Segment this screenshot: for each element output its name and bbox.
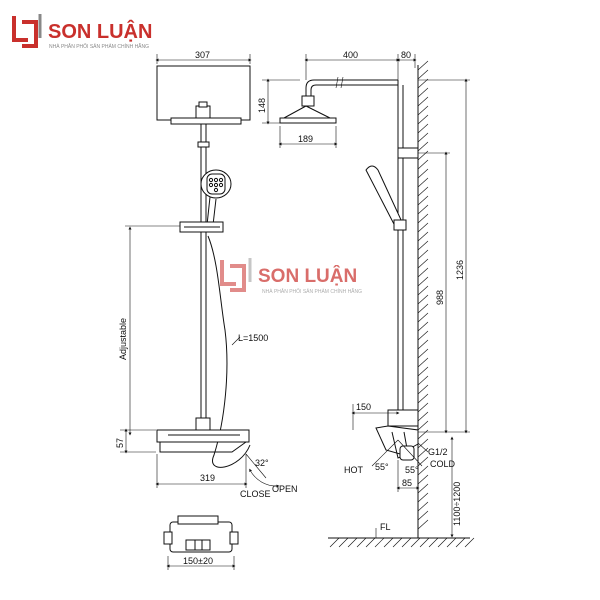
- watermark-logo: [220, 258, 252, 292]
- close-label: CLOSE: [240, 489, 271, 499]
- hose-length-label: L=1500: [238, 333, 268, 343]
- side-view: 400 80 148 189: [257, 50, 475, 548]
- thread-label: G1/2: [428, 447, 448, 457]
- dim-head-height: 148: [257, 98, 267, 113]
- hot-label: HOT: [344, 465, 364, 475]
- dim-total-height: 1236: [455, 260, 465, 280]
- brand-tagline: NHÀ PHÂN PHỐI SẢN PHẨM CHÍNH HÃNG: [49, 43, 149, 50]
- front-view: 307 L=1500: [115, 50, 298, 499]
- side-mixer: [375, 409, 419, 461]
- dim-base-width: 319: [200, 473, 215, 483]
- dim-spacing: 150±20: [183, 556, 213, 566]
- dim-install-height: 1100÷1200: [452, 482, 462, 526]
- front-shower-head: [170, 117, 242, 125]
- side-hand-shower: [365, 165, 407, 231]
- dim-base-height: 57: [115, 438, 125, 448]
- watermark-name: SON LUẬN: [258, 265, 357, 287]
- angle-right-label: 55°: [405, 465, 419, 475]
- front-hose: [207, 235, 251, 468]
- open-label: OPEN: [272, 484, 298, 494]
- floor-hatch: [329, 537, 475, 548]
- dim-mixer-depth: 85: [402, 478, 412, 488]
- dim-mixer-width: 150: [356, 402, 371, 412]
- side-shower-head: [279, 117, 337, 124]
- cold-label: COLD: [430, 459, 456, 469]
- dim-top-width: 307: [195, 50, 210, 60]
- angle-left-label: 55°: [375, 462, 389, 472]
- dim-adjustable: Adjustable: [118, 318, 128, 360]
- dim-arm-length: 400: [343, 50, 358, 60]
- brand-name: SON LUẬN: [48, 19, 152, 43]
- front-hand-shower: [200, 169, 232, 226]
- dim-upper-height: 988: [435, 290, 445, 305]
- front-mixer: [156, 417, 250, 453]
- brand-logo: [12, 14, 42, 48]
- dim-head-width: 189: [298, 134, 313, 144]
- angle-label: 32°: [255, 458, 269, 468]
- dim-wall-offset: 80: [401, 50, 411, 60]
- wall-hatch: [417, 60, 429, 530]
- floor-label: FL: [380, 522, 391, 532]
- bottom-view: 150±20: [163, 515, 239, 570]
- watermark-tagline: NHÀ PHÂN PHỐI SẢN PHẨM CHÍNH HÃNG: [262, 288, 362, 295]
